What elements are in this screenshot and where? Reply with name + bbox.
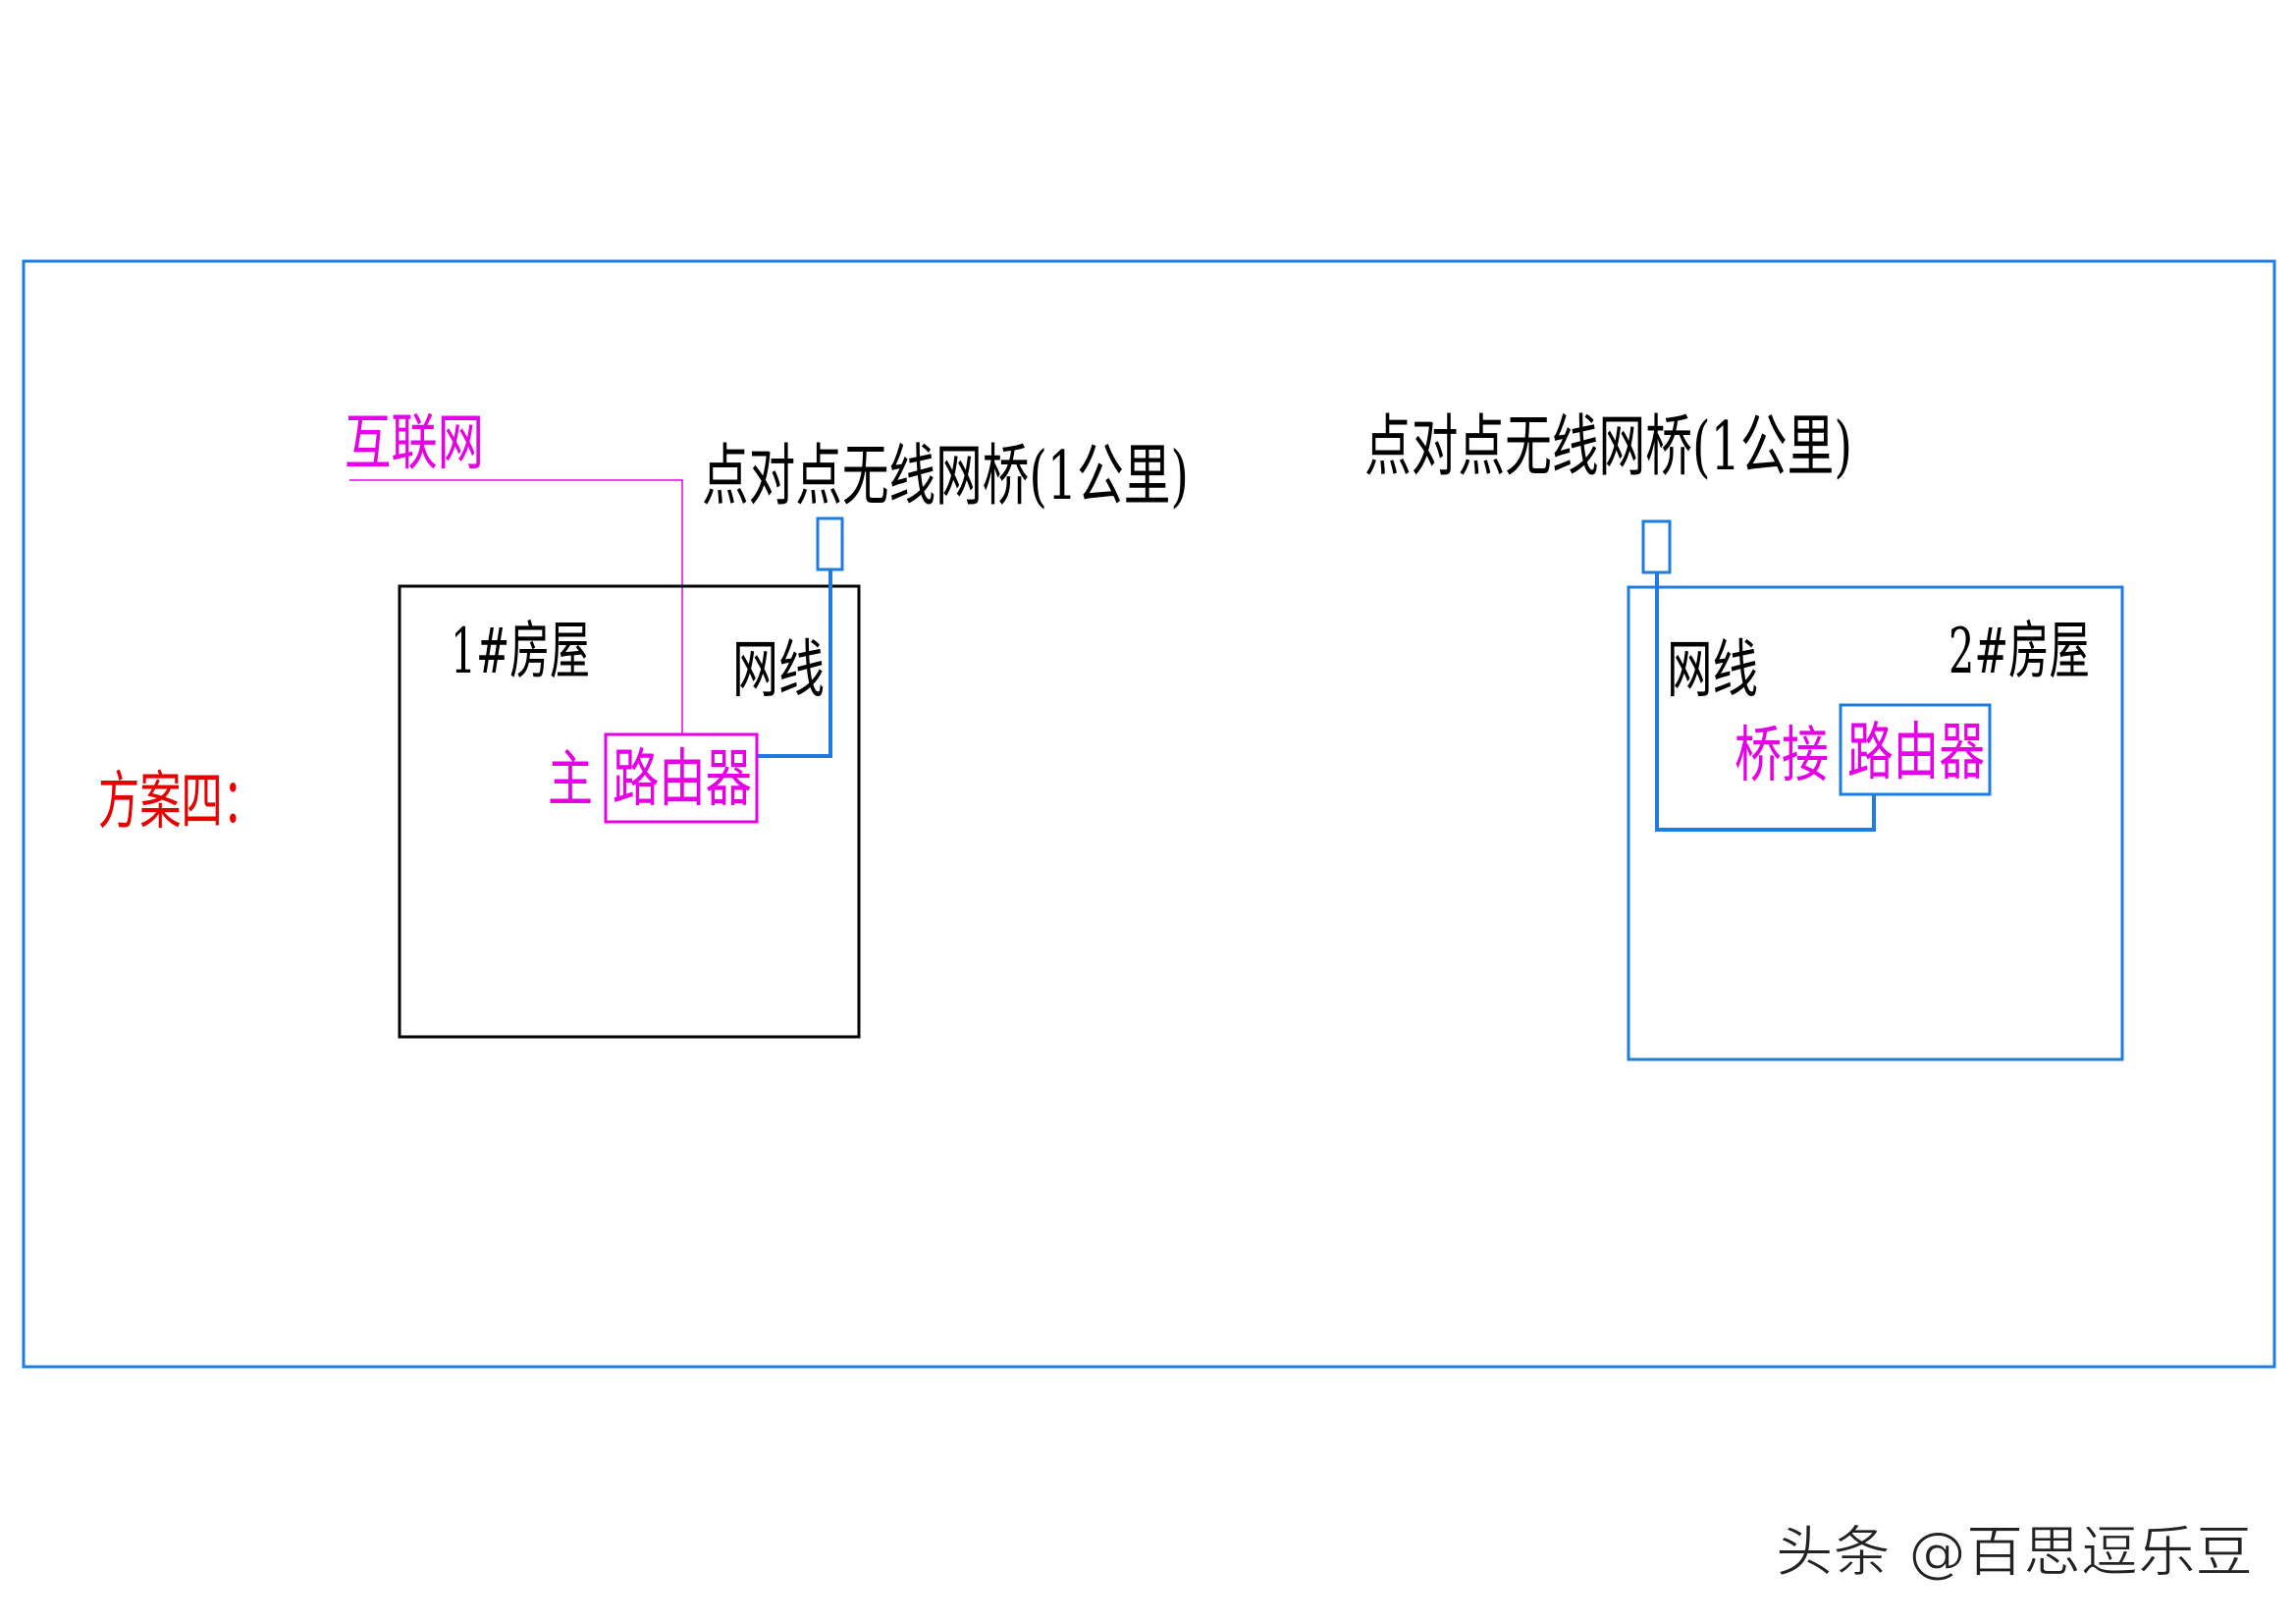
internet-label: 互联网 bbox=[345, 406, 484, 478]
internet-line bbox=[349, 479, 683, 734]
right-network-cable bbox=[1655, 572, 1876, 832]
scheme-label: 方案四： bbox=[98, 766, 264, 839]
left-cable-label: 网线 bbox=[732, 634, 825, 707]
right-cable-label: 网线 bbox=[1667, 634, 1758, 707]
house-2 bbox=[1627, 585, 2124, 1061]
left-bridge-title: 点对点无线网桥(1公里) bbox=[702, 438, 1189, 515]
watermark: 头条 @百思逗乐豆 bbox=[1776, 1521, 2253, 1585]
bridge-router-label: 路由器 bbox=[1847, 717, 1985, 789]
outer-frame bbox=[22, 259, 2276, 1369]
main-router-prefix: 主 bbox=[548, 743, 593, 815]
house-1 bbox=[398, 584, 861, 1039]
house-2-label: 2#房屋 bbox=[1949, 616, 2090, 688]
bridge-router-prefix: 桥接 bbox=[1735, 719, 1829, 790]
left-network-cable bbox=[757, 569, 832, 758]
right-bridge-title: 点对点无线网桥(1公里) bbox=[1364, 408, 1852, 486]
right-bridge-antenna bbox=[1641, 519, 1672, 574]
main-router-box bbox=[604, 732, 759, 824]
left-bridge-antenna bbox=[816, 516, 844, 571]
main-router-label: 路由器 bbox=[613, 743, 752, 816]
bridge-router-box bbox=[1839, 703, 1992, 796]
house-1-label: 1#房屋 bbox=[451, 616, 590, 688]
